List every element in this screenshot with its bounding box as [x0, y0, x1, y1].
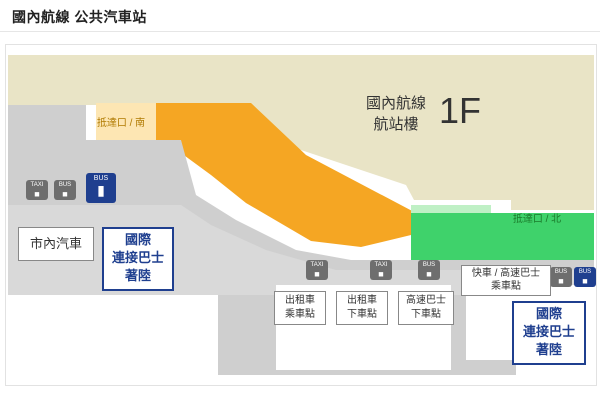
- intl-shuttle-bus-icon: BUS▮: [86, 173, 116, 203]
- page-header: 國內航線 公共汽車站: [0, 0, 600, 32]
- bus-icon: BUS■: [54, 180, 76, 200]
- arrival-north: [411, 213, 594, 260]
- taxi-dropoff-icon: TAXI■: [370, 260, 392, 280]
- highway-bus-dropoff-icon: BUS■: [418, 260, 440, 280]
- intl-shuttle-label-right: 國際 連接巴士 著陸: [512, 301, 586, 365]
- terminal-map: 國內航線 航站樓 1F 抵達口 / 南 抵達口 / 北 TAXI■ BUS■ B…: [5, 44, 597, 386]
- road-area-left: [8, 295, 218, 375]
- taxi-icon: TAXI■: [26, 180, 48, 200]
- express-highway-pickup-label: 快車 / 高速巴士 乘車點: [461, 265, 551, 296]
- intl-shuttle-label-left: 國際 連接巴士 著陸: [102, 227, 174, 291]
- arrival-south-label: 抵達口 / 南: [96, 118, 146, 129]
- taxi-pickup-label: 出租車 乘車點: [274, 291, 326, 325]
- taxi-pickup-icon: TAXI■: [306, 260, 328, 280]
- highway-bus-dropoff-label: 高速巴士 下車點: [398, 291, 454, 325]
- terminal-name: 國內航線 航站樓: [365, 95, 426, 133]
- floor-label: 1F: [438, 90, 481, 131]
- city-bus-label: 市內汽車: [18, 227, 94, 261]
- header-divider: [0, 31, 600, 32]
- terminal-building: [8, 55, 594, 210]
- orange-concourse: [156, 103, 416, 247]
- intl-shuttle-bus-icon-right: BUS■: [574, 267, 596, 287]
- arrival-north-label: 抵達口 / 北: [512, 214, 562, 225]
- taxi-dropoff-label: 出租車 下車點: [336, 291, 388, 325]
- page-title: 國內航線 公共汽車站: [12, 9, 147, 25]
- express-bus-icon: BUS■: [550, 267, 572, 287]
